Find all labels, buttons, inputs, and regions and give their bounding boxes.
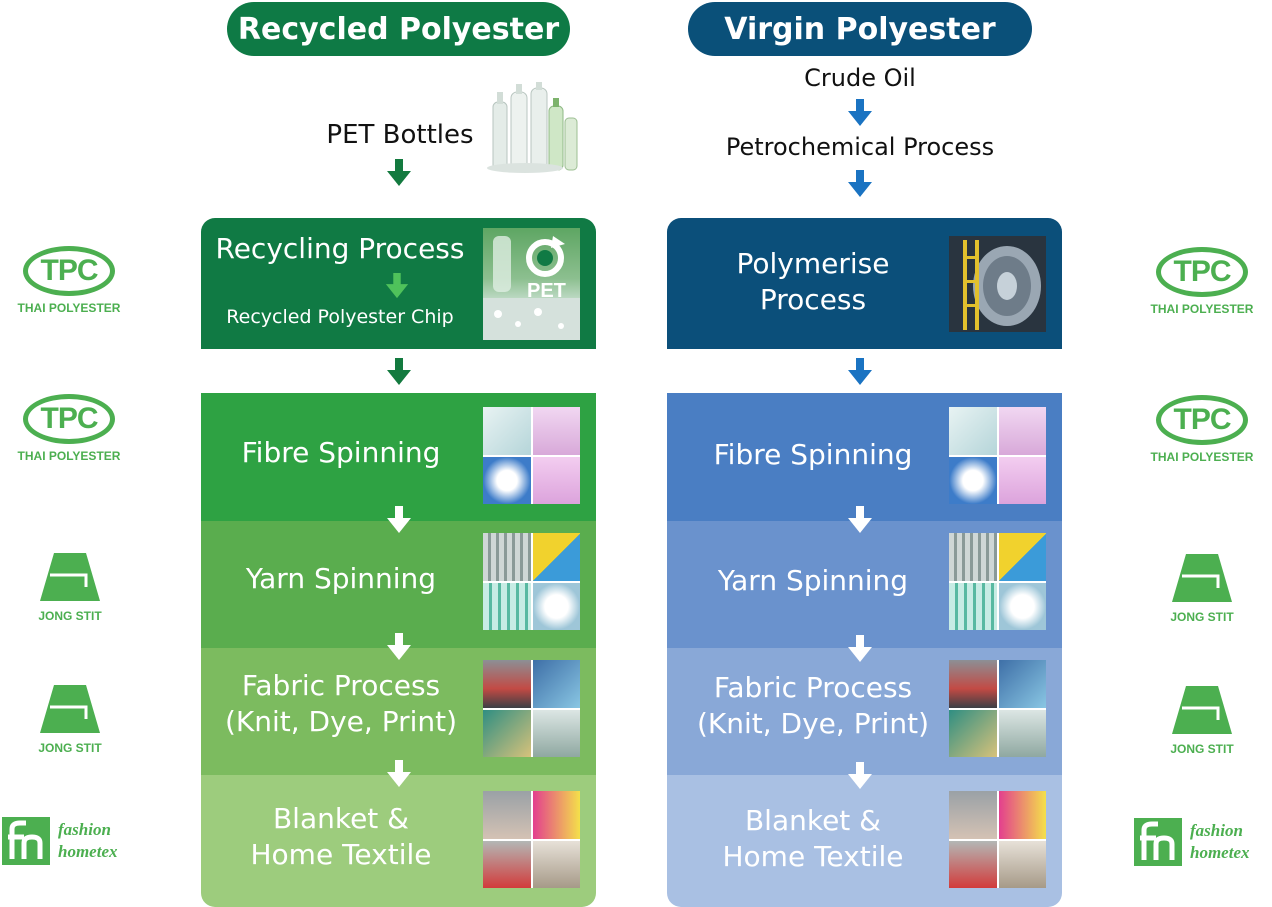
fibre-image <box>483 407 580 504</box>
fashion-hometex-logo: fashion hometex <box>1134 818 1250 866</box>
polymerise-process-title: Polymerise Process <box>736 247 890 316</box>
fashion-word: fashion <box>58 820 111 839</box>
jong-stit-mark <box>1172 554 1232 602</box>
tpc-mark: TPC <box>23 246 115 296</box>
polymerise-process-panel: Polymerise Process <box>667 218 1062 349</box>
arrow-down-icon <box>848 635 872 662</box>
tpc-caption: THAI POLYESTER <box>1150 450 1254 464</box>
jong-stit-logo: JONG STIT <box>1152 554 1252 624</box>
arrow-down-icon <box>848 506 872 533</box>
arrow-down-icon <box>848 99 872 126</box>
tpc-mark: TPC <box>23 394 115 444</box>
step-label: Fabric Process (Knit, Dye, Print) <box>224 669 458 738</box>
textile-image <box>949 791 1046 888</box>
virgin-steps-column: Fibre Spinning Yarn Spinning Fabric Proc… <box>667 393 1062 907</box>
step-blanket-home-textile: Blanket & Home Textile <box>201 775 596 907</box>
tpc-logo: TPC THAI POLYESTER <box>10 246 128 315</box>
tpc-logo: TPC THAI POLYESTER <box>1143 247 1261 316</box>
virgin-polyester-title: Virgin Polyester <box>688 2 1032 56</box>
fabric-image <box>949 660 1046 757</box>
jong-stit-mark <box>40 685 100 733</box>
fashion-hometex-mark <box>2 817 50 865</box>
tpc-caption: THAI POLYESTER <box>1150 302 1254 316</box>
recycling-image: PET <box>483 228 580 340</box>
fibre-image <box>949 407 1046 504</box>
tpc-mark: TPC <box>1156 247 1248 297</box>
recycled-chip-label: Recycled Polyester Chip <box>226 306 454 328</box>
step-label: Fabric Process (Knit, Dye, Print) <box>696 671 930 740</box>
tpc-mark: TPC <box>1156 395 1248 445</box>
fashion-hometex-logo: fashion hometex <box>2 817 118 865</box>
step-fibre-spinning: Fibre Spinning <box>667 393 1062 521</box>
step-yarn-spinning: Yarn Spinning <box>667 521 1062 648</box>
step-label: Blanket & Home Textile <box>722 804 904 873</box>
crude-oil-label: Crude Oil <box>804 64 916 92</box>
jong-stit-mark <box>40 553 100 601</box>
step-label: Fibre Spinning <box>241 436 441 469</box>
recycling-process-title: Recycling Process <box>215 232 465 265</box>
arrow-down-icon <box>387 760 411 787</box>
textile-image <box>483 791 580 888</box>
arrow-down-icon <box>385 273 409 299</box>
arrow-down-icon <box>848 358 872 385</box>
pet-badge: PET <box>527 280 566 302</box>
yarn-image <box>483 533 580 630</box>
arrow-down-icon <box>848 762 872 789</box>
jong-stit-caption: JONG STIT <box>1170 610 1234 624</box>
reactor-image <box>949 236 1046 332</box>
petrochemical-process-label: Petrochemical Process <box>725 133 995 161</box>
step-blanket-home-textile: Blanket & Home Textile <box>667 775 1062 907</box>
step-fibre-spinning: Fibre Spinning <box>201 393 596 521</box>
arrow-down-icon <box>387 159 411 186</box>
step-label: Fibre Spinning <box>713 438 913 471</box>
hometex-word: hometex <box>58 842 118 861</box>
jong-stit-logo: JONG STIT <box>1152 686 1252 756</box>
jong-stit-caption: JONG STIT <box>1170 742 1234 756</box>
pet-bottles-image <box>487 82 578 173</box>
step-label: Yarn Spinning <box>245 562 437 595</box>
fashion-word: fashion <box>1190 821 1243 840</box>
jong-stit-mark <box>1172 686 1232 734</box>
recycling-process-panel: Recycling Process Recycled Polyester Chi… <box>201 218 596 349</box>
yarn-image <box>949 533 1046 630</box>
arrow-down-icon <box>387 633 411 660</box>
jong-stit-caption: JONG STIT <box>38 609 102 623</box>
arrow-down-icon <box>387 506 411 533</box>
fashion-hometex-text: fashion hometex <box>58 819 118 863</box>
pet-bottles-label: PET Bottles <box>326 120 474 150</box>
step-label: Yarn Spinning <box>717 564 909 597</box>
hometex-word: hometex <box>1190 843 1250 862</box>
recycled-steps-column: Fibre Spinning Yarn Spinning Fabric Proc… <box>201 393 596 907</box>
step-fabric-process: Fabric Process (Knit, Dye, Print) <box>201 648 596 775</box>
tpc-caption: THAI POLYESTER <box>17 301 121 315</box>
step-label: Blanket & Home Textile <box>250 802 432 871</box>
step-fabric-process: Fabric Process (Knit, Dye, Print) <box>667 648 1062 775</box>
fashion-hometex-text: fashion hometex <box>1190 820 1250 864</box>
recycled-polyester-title: Recycled Polyester <box>227 2 570 56</box>
jong-stit-logo: JONG STIT <box>20 685 120 755</box>
jong-stit-caption: JONG STIT <box>38 741 102 755</box>
tpc-caption: THAI POLYESTER <box>17 449 121 463</box>
arrow-down-icon <box>387 358 411 385</box>
tpc-logo: TPC THAI POLYESTER <box>10 394 128 463</box>
fabric-image <box>483 660 580 757</box>
arrow-down-icon <box>848 170 872 197</box>
jong-stit-logo: JONG STIT <box>20 553 120 623</box>
fashion-hometex-mark <box>1134 818 1182 866</box>
step-yarn-spinning: Yarn Spinning <box>201 521 596 648</box>
recycle-icon <box>483 236 580 340</box>
tpc-logo: TPC THAI POLYESTER <box>1143 395 1261 464</box>
